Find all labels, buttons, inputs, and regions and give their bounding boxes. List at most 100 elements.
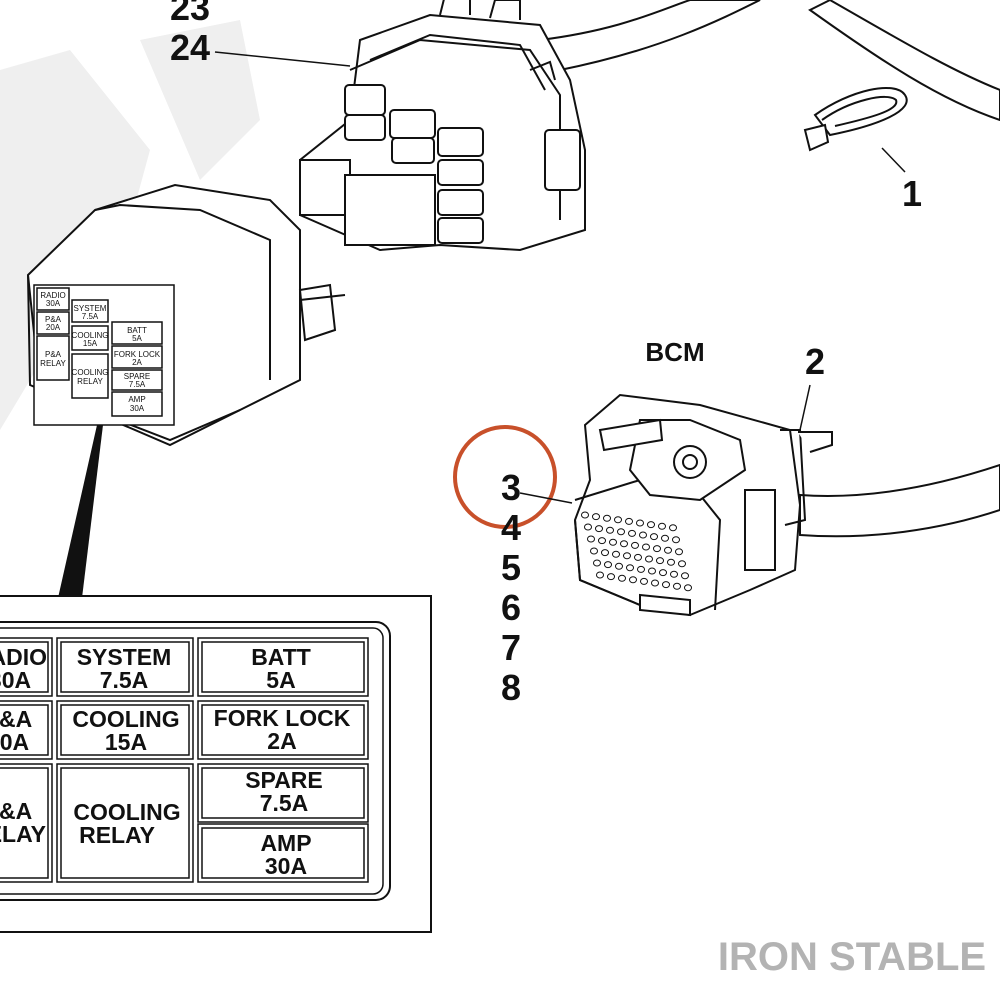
- mini-cooling-rating: 15A: [83, 339, 98, 348]
- callout-3: 3: [501, 467, 521, 508]
- bcm-pin: [626, 564, 634, 572]
- bcm-pin: [661, 534, 669, 542]
- mini-fork-lock-label: FORK LOCK: [114, 350, 161, 359]
- bcm-pin: [672, 536, 680, 544]
- bcm-pin: [656, 557, 664, 565]
- bcm-pin: [620, 540, 628, 548]
- callout-8: 8: [501, 667, 521, 708]
- mini-fork-lock-rating: 2A: [132, 358, 142, 367]
- bcm-pin: [625, 517, 633, 525]
- zoom-fork-lock-rating: 2A: [267, 728, 296, 754]
- mini-batt-label: BATT: [127, 326, 147, 335]
- bcm-pin: [650, 533, 658, 541]
- bcm-pin: [618, 574, 626, 582]
- mini-cooling-relay-sub: RELAY: [77, 377, 103, 386]
- upper-relay-connector[interactable]: [299, 0, 586, 252]
- bcm-pin: [601, 549, 609, 557]
- bcm-pin: [636, 519, 644, 527]
- cable-strap[interactable]: [803, 87, 908, 152]
- mini-batt-rating: 5A: [132, 334, 142, 343]
- bcm-pin: [642, 543, 650, 551]
- bcm-pin: [595, 525, 603, 533]
- bcm-pin: [593, 559, 601, 567]
- bcm-pin: [629, 576, 637, 584]
- mini-radio-rating: 30A: [46, 299, 61, 308]
- bcm-pin: [584, 523, 592, 531]
- bcm-pin: [587, 535, 595, 543]
- bcm-pin: [670, 570, 678, 578]
- watermark-text: IRON STABLE: [718, 935, 986, 979]
- bcm-pin: [648, 567, 656, 575]
- bcm-pin: [684, 584, 692, 592]
- zoom-cooling-rating: 15A: [105, 729, 147, 755]
- bcm-pin: [615, 562, 623, 570]
- bcm-label: BCM: [645, 337, 704, 367]
- zoom-cooling-relay-sub: RELAY: [79, 822, 155, 848]
- callout-24: 24: [170, 27, 210, 68]
- bcm-pin: [662, 581, 670, 589]
- bcm-pin: [647, 521, 655, 529]
- zoom-radio-rating: 30A: [0, 667, 31, 693]
- bcm-pin: [659, 569, 667, 577]
- bcm-pin: [604, 561, 612, 569]
- mini-amp-rating: 30A: [130, 404, 145, 413]
- zoom-amp-rating: 30A: [265, 853, 307, 879]
- zoom-pa-relay-sub: RELAY: [0, 821, 46, 847]
- zoom-pointer: [58, 425, 103, 598]
- bcm-pin: [664, 546, 672, 554]
- bcm-pin: [609, 538, 617, 546]
- bcm-pin: [637, 565, 645, 573]
- bcm-pin: [590, 547, 598, 555]
- mini-amp-label: AMP: [128, 395, 145, 404]
- callout-3-highlight-circle: [453, 425, 557, 529]
- bcm-pin: [617, 528, 625, 536]
- fuse-box[interactable]: [26, 183, 346, 447]
- callout-2: 2: [805, 341, 825, 382]
- mini-system-label: SYSTEM: [74, 304, 107, 313]
- mini-pa-label: P&A: [45, 315, 62, 324]
- bcm-pin: [606, 526, 614, 534]
- bcm-pin: [596, 571, 604, 579]
- zoom-pa-label: P&A: [0, 706, 32, 732]
- bcm-pin: [673, 582, 681, 590]
- zoom-radio-label: RADIO: [0, 644, 47, 670]
- bcm-pin: [634, 553, 642, 561]
- zoom-batt-rating: 5A: [266, 667, 295, 693]
- mini-spare-label: SPARE: [124, 372, 151, 381]
- bcm-pin: [667, 558, 675, 566]
- zoom-batt-label: BATT: [251, 644, 311, 670]
- bcm-pin: [598, 537, 606, 545]
- bcm-pin-grid: [581, 511, 692, 592]
- callout-7: 7: [501, 627, 521, 668]
- bcm-pin: [681, 572, 689, 580]
- zoom-fork-lock-label: FORK LOCK: [214, 705, 351, 731]
- zoom-pa-rating: 20A: [0, 729, 29, 755]
- bcm-pin: [678, 560, 686, 568]
- zoom-cooling-relay-label: COOLING: [73, 799, 180, 825]
- zoom-system-label: SYSTEM: [77, 644, 172, 670]
- callout-23: 23: [170, 0, 210, 28]
- zoom-pa-relay-label: P&A: [0, 798, 32, 824]
- mini-radio-label: RADIO: [40, 291, 65, 300]
- fuse-box-mini-labels: RADIO 30A SYSTEM 7.5A BATT 5A P&A 20A CO…: [40, 291, 161, 413]
- mini-pa-rating: 20A: [46, 323, 61, 332]
- callout-4: 4: [501, 507, 521, 548]
- bcm-pin: [631, 541, 639, 549]
- zoom-system-rating: 7.5A: [100, 667, 149, 693]
- bcm-connector[interactable]: [573, 393, 833, 617]
- bcm-pin: [651, 579, 659, 587]
- fuse-panel-zoom: RADIO 30A SYSTEM 7.5A BATT 5A P&A 20A CO…: [0, 595, 432, 933]
- mini-cooling-label: COOLING: [72, 331, 109, 340]
- bcm-pin: [653, 545, 661, 553]
- zoom-spare-label: SPARE: [245, 767, 323, 793]
- bcm-pin: [639, 531, 647, 539]
- callout-6: 6: [501, 587, 521, 628]
- bcm-pin: [658, 522, 666, 530]
- bcm-pin: [614, 516, 622, 524]
- mini-system-rating: 7.5A: [82, 312, 99, 321]
- zoom-amp-label: AMP: [260, 830, 311, 856]
- mini-pa-relay-sub: RELAY: [40, 359, 66, 368]
- bcm-pin: [628, 529, 636, 537]
- bcm-pin: [603, 514, 611, 522]
